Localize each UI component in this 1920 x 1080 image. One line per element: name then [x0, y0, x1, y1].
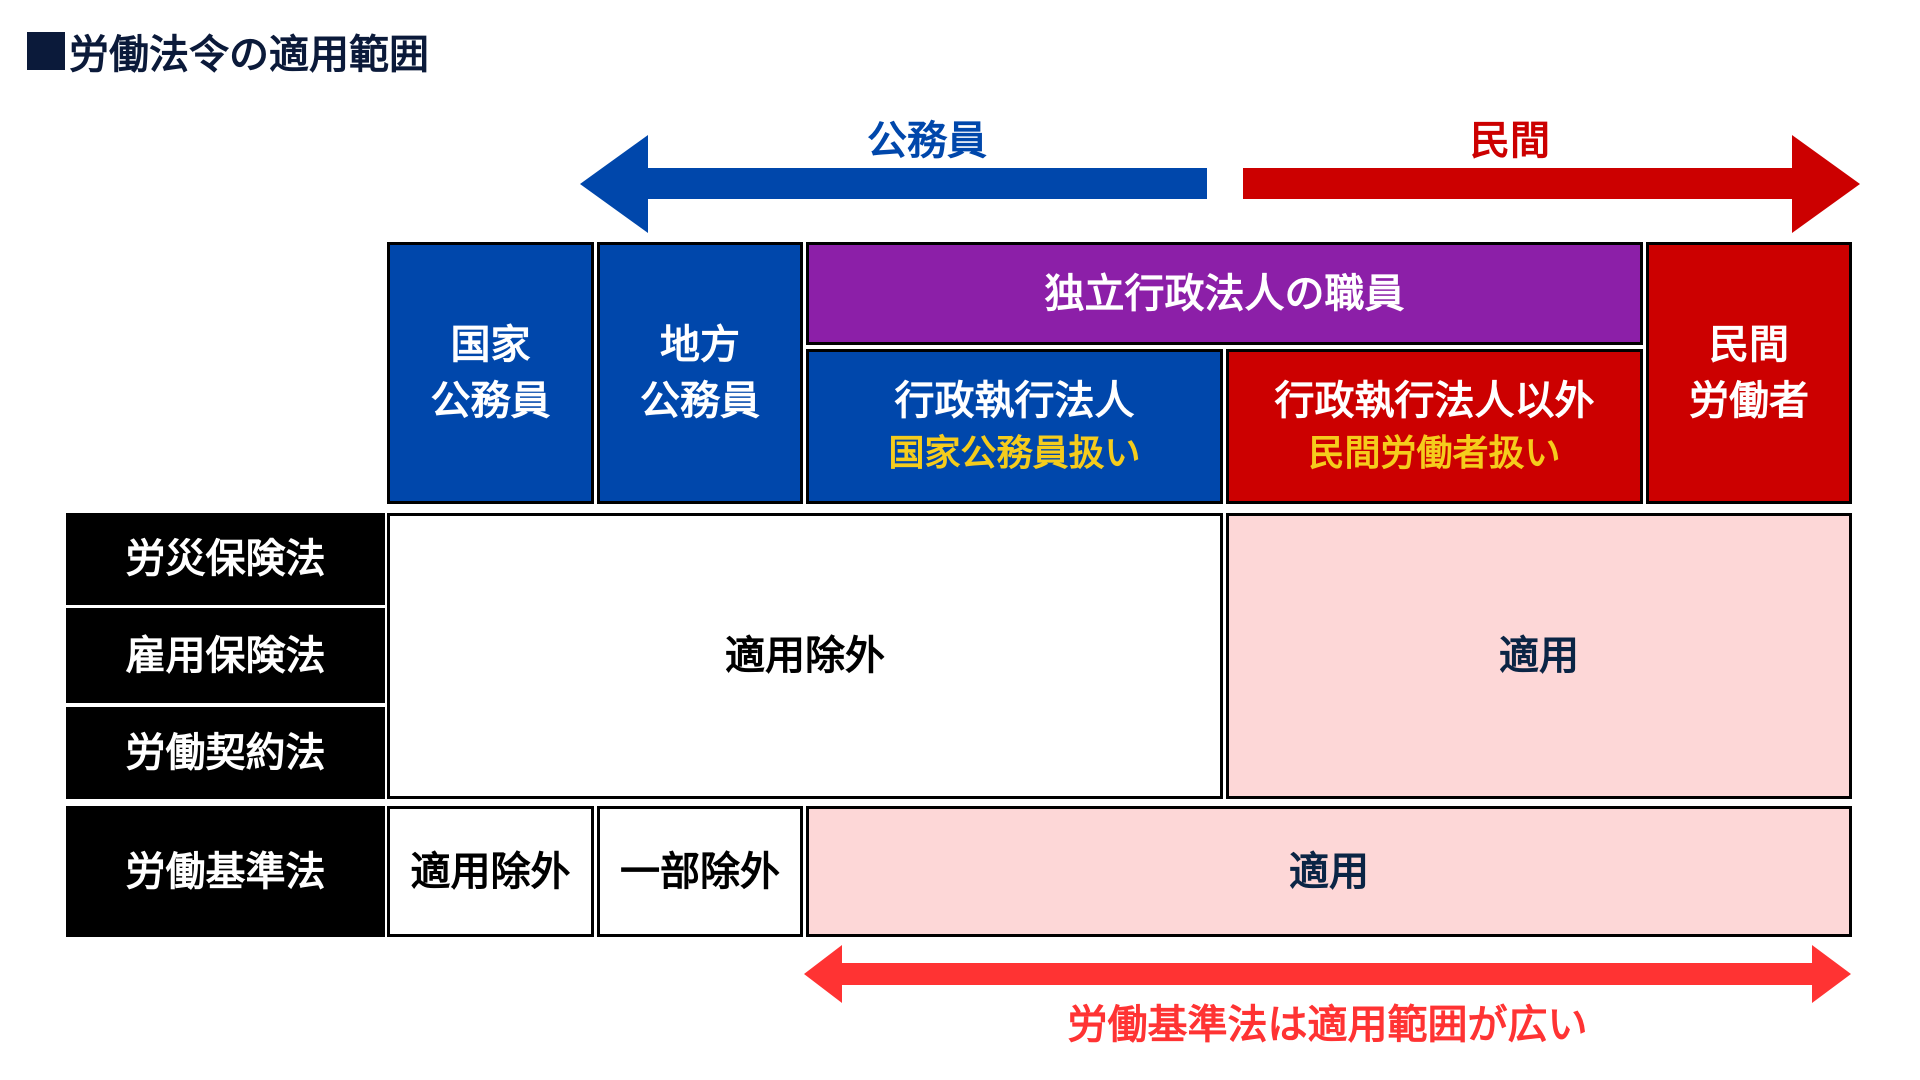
public-arrow: [580, 135, 1207, 233]
page-title: 労働法令の適用範囲: [27, 22, 429, 80]
row-label-workers-comp: 労災保険法: [66, 513, 385, 605]
header-local-civil-servant: 地方 公務員: [597, 242, 803, 504]
header-text: 労働者: [1689, 378, 1809, 424]
lsa-scope-label: 労働基準法は適用範囲が広い: [1067, 1002, 1588, 1048]
header-note: 民間労働者扱い: [1308, 433, 1561, 475]
header-text: 民間: [1709, 322, 1789, 368]
header-note: 国家公務員扱い: [888, 433, 1141, 475]
header-text: 独立行政法人の職員: [1044, 270, 1405, 317]
header-private-worker: 民間 労働者: [1646, 242, 1852, 504]
header-non-executive-agency: 行政執行法人以外 民間労働者扱い: [1226, 349, 1643, 504]
cell-lsa-applied: 適用: [806, 806, 1852, 937]
row-label-labor-standards: 労働基準法: [66, 806, 385, 937]
title-square-icon: [27, 32, 65, 70]
title-text: 労働法令の適用範囲: [69, 32, 429, 78]
header-text: 国家: [450, 322, 531, 368]
header-executive-agency: 行政執行法人 国家公務員扱い: [806, 349, 1223, 504]
header-text: 行政執行法人以外: [1274, 378, 1595, 425]
row-label-labor-contract: 労働契約法: [66, 707, 385, 799]
header-text: 公務員: [430, 378, 551, 424]
cell-lsa-local: 一部除外: [597, 806, 803, 937]
public-label: 公務員: [867, 118, 987, 164]
lsa-scope-arrow: [804, 945, 1851, 1003]
header-text: 公務員: [640, 378, 760, 424]
row-label-employment-insurance: 雇用保険法: [66, 608, 385, 703]
cell-lsa-national: 適用除外: [387, 806, 594, 937]
private-label: 民間: [1470, 118, 1550, 164]
header-independent-admin-staff: 独立行政法人の職員: [806, 242, 1643, 345]
header-text: 地方: [660, 322, 740, 368]
private-arrow: [1243, 135, 1860, 233]
header-national-civil-servant: 国家 公務員: [387, 242, 594, 504]
header-text: 行政執行法人: [894, 378, 1135, 425]
cell-group-excluded: 適用除外: [387, 513, 1223, 799]
cell-group-applied: 適用: [1226, 513, 1852, 799]
